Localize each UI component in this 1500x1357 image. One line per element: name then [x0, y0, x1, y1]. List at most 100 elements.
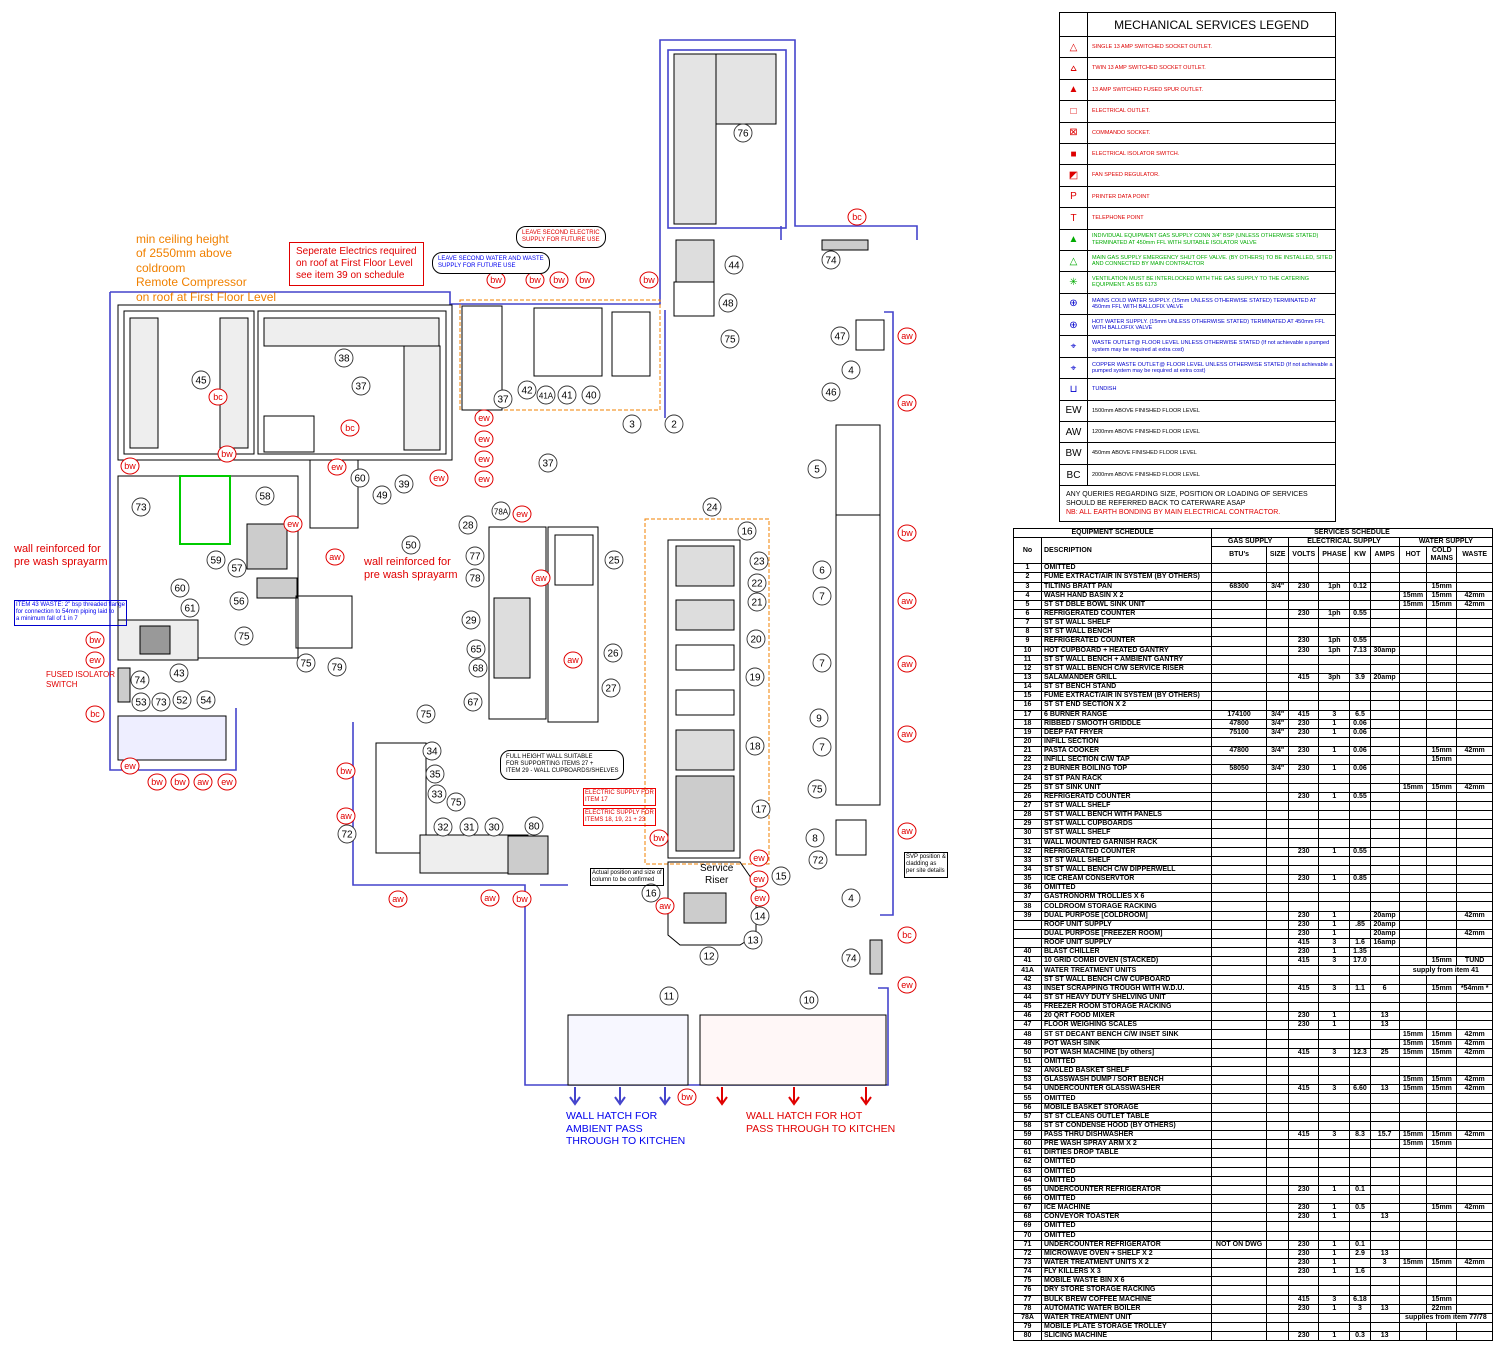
equipment-number: 42: [521, 386, 533, 397]
table-cell: [1369, 819, 1400, 830]
table-cell: 38: [1013, 901, 1042, 912]
table-cell: [1288, 1276, 1320, 1287]
table-cell: 15mm: [1426, 956, 1458, 967]
table-cell: OMITTED: [1041, 1221, 1212, 1232]
table-cell: .85: [1349, 919, 1371, 930]
table-cell: 42mm: [1456, 1029, 1493, 1040]
service-marker-bc: bc: [847, 208, 867, 226]
equipment-number: 27: [605, 684, 617, 695]
table-cell: [1398, 1020, 1428, 1031]
table-cell: [1318, 1139, 1351, 1150]
table-cell: [1318, 1056, 1351, 1068]
table-cell: [1318, 1175, 1351, 1186]
table-cell: 1: [1318, 928, 1351, 940]
equipment-number: 17: [755, 805, 767, 816]
table-cell: 1.1: [1349, 983, 1371, 994]
legend-symbol-icon: ⊠: [1060, 122, 1088, 143]
table-cell: UNDERCOUNTER REFRIGERATOR: [1041, 1239, 1212, 1250]
legend-text: INDIVIDUAL EQUIPMENT GAS SUPPLY CONN 3/4…: [1092, 233, 1319, 246]
equipment-number: 12: [703, 952, 715, 963]
table-cell: 58: [1013, 1120, 1042, 1132]
equipment-callout-45: 45: [191, 370, 211, 390]
table-cell: [1369, 682, 1400, 693]
legend-symbol-icon: ⌖: [1060, 357, 1088, 379]
table-cell: 21: [1013, 746, 1042, 757]
service-marker-label: aw: [901, 659, 913, 669]
legend-text: ELECTRICAL ISOLATOR SWITCH.: [1092, 150, 1180, 157]
table-cell: PASTA COOKER: [1041, 746, 1212, 757]
table-cell: [1266, 627, 1290, 638]
equipment-number: 22: [751, 579, 763, 590]
table-cell: 1: [1318, 1020, 1351, 1031]
equipment-number: 24: [706, 503, 718, 514]
legend-symbol-icon: BC: [1060, 464, 1088, 486]
table-cell: [1210, 1267, 1268, 1278]
legend-text: MAIN GAS SUPPLY EMERGENCY SHUT OFF VALVE…: [1092, 254, 1333, 268]
table-cell: [1210, 1148, 1268, 1159]
table-cell: [1266, 1257, 1290, 1269]
table-cell: 3: [1318, 938, 1351, 949]
service-marker-aw: aw: [531, 569, 551, 587]
service-marker-label: ew: [331, 462, 343, 472]
table-cell: [1456, 727, 1493, 738]
table-cell: 3/4": [1266, 581, 1290, 592]
table-cell: [1369, 828, 1400, 839]
table-cell: 78A: [1013, 1312, 1042, 1323]
table-cell: 174100: [1210, 709, 1268, 720]
equipment-number: 35: [429, 770, 441, 781]
table-cell: FUME EXTRACT/AIR IN SYSTEM (BY OTHERS): [1041, 572, 1212, 583]
table-cell: 415: [1288, 1129, 1320, 1141]
table-cell: [1210, 1285, 1268, 1296]
table-cell: [1349, 1193, 1371, 1205]
table-cell: [1426, 1221, 1458, 1232]
legend-row: ⌖WASTE OUTLET@ FLOOR LEVEL UNLESS OTHERW…: [1060, 336, 1335, 358]
table-cell: [1369, 746, 1400, 757]
service-marker-ew: ew: [897, 976, 917, 994]
equipment-number: 9: [816, 714, 822, 725]
table-cell: [1398, 1221, 1428, 1232]
table-cell: REFRIGERATD COUNTER: [1041, 791, 1212, 802]
equipment-callout-73: 73: [131, 497, 151, 517]
legend-row: ▲13 AMP SWITCHED FUSED SPUR OUTLET.: [1060, 79, 1335, 102]
table-cell: 42mm: [1456, 1075, 1493, 1086]
table-cell: [1456, 700, 1493, 711]
equipment-number: 53: [135, 698, 147, 709]
table-cell: [1426, 928, 1458, 940]
table-cell: [1266, 599, 1290, 610]
table-cell: 15mm: [1426, 1047, 1458, 1058]
service-marker-aw: aw: [655, 897, 675, 915]
table-cell: [1398, 928, 1428, 940]
legend-symbol-icon: ▲: [1060, 229, 1088, 250]
equipment-callout-30: 30: [484, 817, 504, 837]
table-cell: [1210, 1047, 1268, 1058]
note-hatch-ambient: WALL HATCH FOR AMBIENT PASS THROUGH TO K…: [566, 1110, 686, 1148]
table-cell: [1398, 992, 1428, 1004]
table-cell: [1318, 1111, 1351, 1122]
table-cell: 3/4": [1266, 764, 1290, 775]
table-cell: [1210, 864, 1268, 876]
equipment-callout-35: 35: [425, 764, 445, 784]
table-cell: [1426, 919, 1458, 930]
table-cell: [1398, 572, 1428, 583]
legend-text: MAINS COLD WATER SUPPLY. (15mm UNLESS OT…: [1092, 297, 1317, 310]
table-cell: [1210, 901, 1268, 912]
equipment-number: 5: [814, 465, 820, 476]
table-cell: [1349, 1230, 1371, 1241]
table-cell: [1456, 1276, 1493, 1287]
table-cell: 45: [1013, 1002, 1042, 1013]
table-cell: [1456, 938, 1493, 949]
table-cell: [1426, 709, 1458, 720]
table-cell: [1266, 1248, 1290, 1259]
table-cell: 1: [1318, 1212, 1351, 1223]
table-cell: [1349, 1312, 1371, 1323]
